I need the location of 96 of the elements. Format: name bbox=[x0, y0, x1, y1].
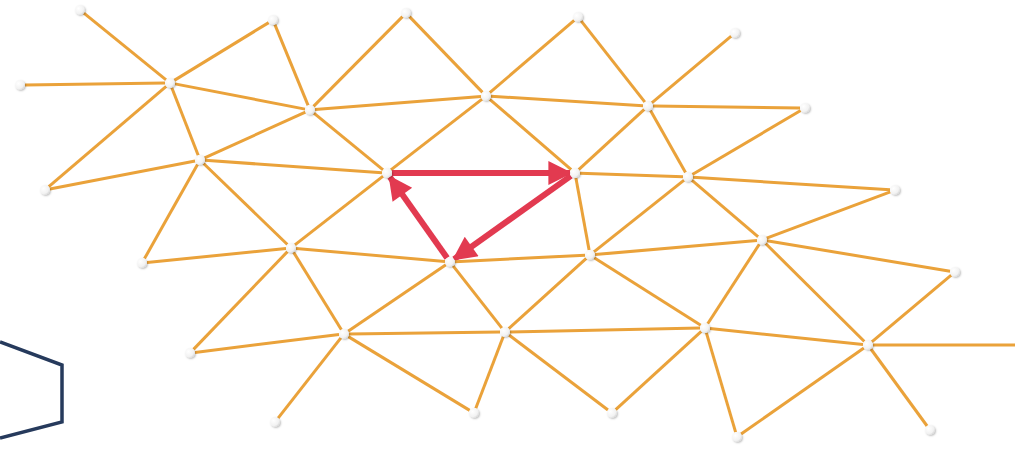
mesh-edge bbox=[592, 178, 686, 254]
mesh-edge bbox=[194, 333, 340, 354]
mesh-edge bbox=[593, 256, 702, 327]
mesh-edge bbox=[870, 274, 953, 343]
mesh-edge bbox=[314, 94, 482, 112]
mesh-edge bbox=[348, 330, 501, 336]
vertex-sphere bbox=[195, 155, 205, 165]
vertex-sphere bbox=[185, 348, 195, 358]
mesh-edge bbox=[577, 108, 646, 171]
mesh-edge bbox=[691, 109, 802, 176]
mesh-edge bbox=[170, 87, 200, 156]
mesh-edge bbox=[192, 250, 289, 351]
vertex-sphere bbox=[305, 105, 315, 115]
vertex-sphere bbox=[925, 425, 935, 435]
mesh-edge bbox=[488, 19, 576, 94]
mesh-edge bbox=[873, 343, 1015, 347]
vertex-sphere bbox=[757, 235, 767, 245]
vertex-sphere bbox=[800, 103, 810, 113]
mesh-edge bbox=[173, 21, 270, 82]
vertex-sphere bbox=[481, 91, 491, 101]
mesh-edge bbox=[488, 98, 573, 171]
mesh-edge bbox=[408, 15, 484, 94]
mesh-edge bbox=[454, 253, 586, 264]
vertex-sphere bbox=[268, 15, 278, 25]
vertex-sphere bbox=[570, 168, 580, 178]
vertex-sphere bbox=[683, 172, 693, 182]
vertex-sphere bbox=[382, 168, 392, 178]
mesh-edge bbox=[24, 81, 166, 87]
vertex-sphere bbox=[585, 250, 595, 260]
mesh-edge bbox=[740, 346, 865, 436]
vertex-sphere bbox=[270, 417, 280, 427]
mesh-edge bbox=[273, 24, 310, 106]
mesh-edge bbox=[174, 82, 306, 111]
mesh-edge bbox=[574, 177, 591, 251]
mesh-edge bbox=[202, 162, 289, 246]
vertex-sphere bbox=[950, 267, 960, 277]
vertex-sphere bbox=[137, 258, 147, 268]
mesh-edge bbox=[704, 332, 738, 433]
mesh-edge bbox=[614, 330, 703, 411]
vertex-sphere bbox=[700, 323, 710, 333]
arrow bbox=[452, 173, 573, 262]
mesh-edge bbox=[474, 336, 505, 409]
vertex-sphere bbox=[445, 257, 455, 267]
vertex-sphere bbox=[469, 408, 479, 418]
mesh-edge bbox=[690, 179, 760, 238]
vertex-sphere bbox=[730, 28, 740, 38]
vertex-sphere bbox=[573, 12, 583, 22]
arrow bbox=[387, 175, 450, 260]
mesh-edge bbox=[312, 112, 385, 171]
mesh-edge bbox=[204, 158, 383, 175]
arrow bbox=[392, 161, 573, 185]
mesh-edge bbox=[869, 348, 929, 427]
mesh-edge bbox=[490, 94, 644, 108]
vertex-sphere bbox=[15, 80, 25, 90]
vertex-sphere bbox=[40, 185, 50, 195]
mesh-edge bbox=[146, 247, 287, 264]
mesh-edge bbox=[652, 104, 801, 110]
vertex-sphere bbox=[339, 329, 349, 339]
mesh-edge bbox=[295, 246, 446, 264]
mesh-edge bbox=[47, 85, 168, 188]
vertex-sphere bbox=[286, 243, 296, 253]
mesh-edge bbox=[507, 257, 588, 330]
mesh-edge bbox=[649, 109, 687, 174]
vertex-sphere bbox=[401, 8, 411, 18]
mesh-edge bbox=[293, 174, 385, 247]
vertex-sphere bbox=[165, 78, 175, 88]
mesh-edge bbox=[594, 238, 758, 257]
mesh-edge bbox=[650, 35, 733, 104]
vertex-sphere bbox=[643, 101, 653, 111]
mesh-edge bbox=[143, 163, 199, 260]
mesh-edge bbox=[709, 327, 864, 346]
mesh-edge bbox=[766, 239, 951, 273]
mesh-edge bbox=[509, 326, 701, 334]
vertex-sphere bbox=[732, 432, 742, 442]
mesh-edge bbox=[766, 190, 891, 240]
vertex-sphere bbox=[607, 408, 617, 418]
mesh-edge bbox=[312, 15, 404, 108]
mesh-edge bbox=[82, 11, 168, 82]
mesh-edge bbox=[276, 336, 343, 420]
mesh-edge bbox=[692, 175, 891, 192]
mesh-edge bbox=[49, 159, 196, 191]
mesh-edge bbox=[579, 19, 647, 104]
mesh-edge bbox=[203, 110, 307, 160]
mesh-edge bbox=[579, 171, 684, 179]
mesh-edge bbox=[347, 335, 471, 412]
mesh-edge bbox=[292, 251, 343, 331]
mesh-edge bbox=[451, 264, 504, 330]
vertex-sphere bbox=[500, 327, 510, 337]
mesh-edge bbox=[764, 242, 866, 343]
mesh-edge bbox=[706, 243, 761, 325]
mesh-edge bbox=[347, 263, 447, 333]
vertex-sphere bbox=[890, 185, 900, 195]
vertex-sphere bbox=[75, 5, 85, 15]
mesh-edge bbox=[389, 97, 484, 172]
mesh-edge bbox=[508, 333, 609, 412]
vertex-sphere bbox=[863, 340, 873, 350]
